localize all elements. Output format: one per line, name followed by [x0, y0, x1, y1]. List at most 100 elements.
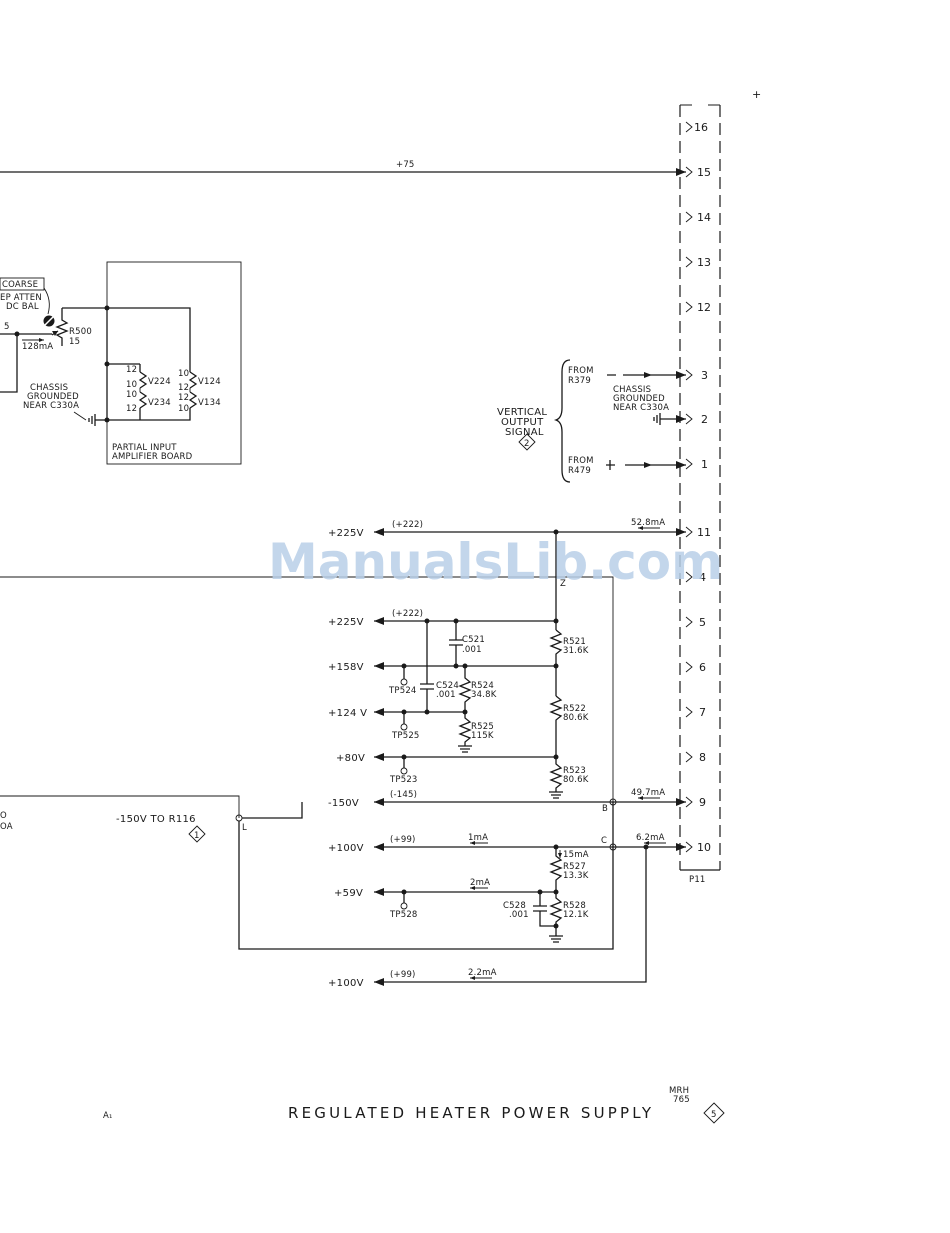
r527-current: 15mA	[563, 850, 589, 860]
r522-ref: R522	[563, 704, 586, 714]
title-badge: 5	[711, 1110, 717, 1120]
r521-ref: R521	[563, 637, 586, 647]
r500-current: 128mA	[22, 342, 53, 352]
c528-value: .001	[509, 910, 529, 920]
r528-ref: R528	[563, 901, 586, 911]
pin-15: 15	[697, 166, 711, 179]
rail-100-label: +100V	[328, 843, 364, 854]
rail-124-label: +124 V	[328, 708, 367, 719]
r528-value: 12.1K	[563, 910, 589, 920]
node-c: C	[601, 836, 607, 846]
chassis-line2: GROUNDED	[27, 392, 79, 402]
pin-14: 14	[697, 211, 711, 224]
page-mark: A₁	[103, 1111, 113, 1121]
rail-150-label: -150V	[328, 798, 359, 809]
rail-225-paren: (+222)	[392, 609, 423, 619]
vertical-output-signal: VERTICAL OUTPUT SIGNAL 2 FROM R379 FROM …	[497, 359, 686, 483]
plus-mark: +	[752, 88, 761, 101]
pin-8: 8	[699, 751, 706, 764]
board-label-line2: AMPLIFIER BOARD	[112, 452, 193, 462]
connector-p11: P11 16 15 14 13 12 3 2 1 11 4 5 6 7 8 9 …	[679, 104, 721, 885]
from-top: FROM	[568, 366, 594, 376]
pin-number: 12	[126, 365, 137, 375]
pin-6: 6	[699, 661, 706, 674]
partial-left-2: OA	[0, 822, 13, 832]
tube-v224: V224	[148, 377, 171, 387]
ground-icon	[458, 745, 472, 753]
badge-diamond-icon	[518, 433, 536, 451]
doc-code-1: MRH	[669, 1086, 689, 1096]
rail-100b-current: 2.2mA	[468, 968, 497, 978]
rail-plus75: +75	[0, 160, 686, 176]
r524-value: 34.8K	[471, 690, 497, 700]
c524-ref: C524	[436, 681, 459, 691]
rail-225-label: +225V	[328, 617, 364, 628]
from-top-ref: R379	[568, 376, 591, 386]
loop-wire-top	[0, 576, 614, 802]
connector-label: P11	[689, 875, 706, 885]
neg150-label: -150V TO R116	[116, 814, 196, 825]
diagram-title: REGULATED HEATER POWER SUPPLY	[288, 1104, 654, 1122]
pin-number: 12	[178, 393, 189, 403]
pin-number: 10	[126, 380, 137, 390]
rail-158-label: +158V	[328, 662, 364, 673]
c521-value: .001	[462, 645, 482, 655]
rail-plus75-label: +75	[396, 160, 415, 170]
doc-code-2: 765	[673, 1095, 690, 1105]
pin-5: 5	[699, 616, 706, 629]
tp528: TP528	[389, 910, 418, 920]
r525-value: 115K	[471, 731, 494, 741]
rail-150-current: 49.7mA	[631, 788, 665, 798]
title-badge-diamond-icon	[703, 1102, 725, 1124]
pin-number: 12	[178, 383, 189, 393]
pin-7: 7	[699, 706, 706, 719]
loop-wire-left	[0, 795, 240, 818]
pin-number: 10	[126, 390, 137, 400]
r527-value: 13.3K	[563, 871, 589, 881]
rail-59-current: 2mA	[470, 878, 490, 888]
pin-3: 3	[701, 369, 708, 382]
pin-4: 4	[699, 571, 706, 584]
r524-ref: R524	[471, 681, 494, 691]
rail-plus225: +225V (+222)	[328, 609, 559, 628]
chassis2-line1: CHASSIS	[613, 385, 651, 395]
input-amplifier-board: PARTIAL INPUT AMPLIFIER BOARD V224 V234 …	[0, 261, 242, 465]
test-point-icon	[400, 767, 408, 775]
tp523: TP523	[389, 775, 418, 785]
r521-value: 31.6K	[563, 646, 589, 656]
rail-plus225-top: +225V (+222) 52.8mA	[328, 518, 686, 539]
connector-pins: 16 15 14 13 12 3 2 1 11 4 5 6 7 8 9 10	[685, 121, 711, 854]
pin-9: 9	[699, 796, 706, 809]
rail-80-label: +80V	[336, 753, 365, 764]
tube-v124: V124	[198, 377, 221, 387]
pin-number: 10	[178, 404, 189, 414]
rail-minus150: -150V (-145) 49.7mA B	[242, 788, 686, 819]
r523-ref: R523	[563, 766, 586, 776]
pin-10: 10	[697, 841, 711, 854]
r527-ref: R527	[563, 862, 586, 872]
r523-value: 80.6K	[563, 775, 589, 785]
tp524: TP524	[388, 686, 417, 696]
rail-100b-label: +100V	[328, 978, 364, 989]
rail-225-top-paren: (+222)	[392, 520, 423, 530]
test-point-icon	[400, 678, 408, 686]
c521-ref: C521	[462, 635, 485, 645]
rail-100-current: 1mA	[468, 833, 488, 843]
tp525: TP525	[391, 731, 420, 741]
chassis2-line2: GROUNDED	[613, 394, 665, 404]
rail-plus100: +100V (+99) 1mA 6.2mA C	[328, 833, 686, 854]
pin-number: 10	[178, 369, 189, 379]
pin-11: 11	[697, 526, 711, 539]
pin-1: 1	[701, 458, 708, 471]
pin-13: 13	[697, 256, 711, 269]
ground-icon	[549, 935, 563, 943]
rail-100-paren: (+99)	[390, 835, 416, 845]
chassis2-line3: NEAR C330A	[613, 403, 669, 413]
r500-value: 15	[69, 337, 80, 347]
vos-line3: SIGNAL	[505, 427, 544, 438]
vos-line1: VERTICAL	[497, 407, 547, 418]
rail-59-label: +59V	[334, 888, 363, 899]
rail-plus100-bottom: +100V (+99) 2.2mA	[328, 847, 647, 989]
